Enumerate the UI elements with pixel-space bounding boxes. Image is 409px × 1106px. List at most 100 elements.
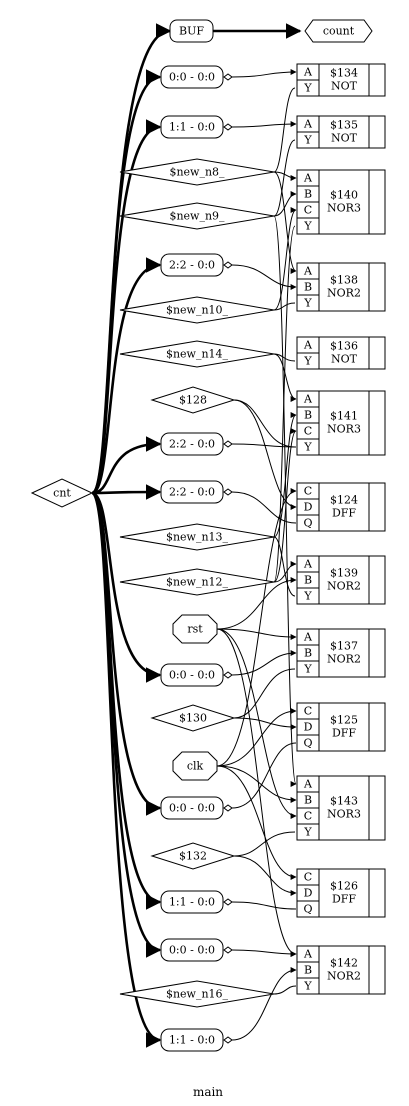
- slice-node[interactable]: 2:2 - 0:0: [160, 432, 233, 456]
- slice-node[interactable]: 1:1 - 0:0: [160, 1028, 233, 1052]
- cell-id-label: $124: [330, 494, 358, 507]
- cell-pin-label: A: [303, 172, 313, 185]
- cell-pin-label: Y: [303, 220, 312, 233]
- slice-shape: [160, 253, 224, 277]
- slice-node[interactable]: 0:0 - 0:0: [160, 663, 233, 687]
- wire-signal-to-cell: [273, 561, 297, 583]
- wire-cell-to-signal: [273, 302, 296, 311]
- cell-pin-label: Y: [303, 590, 312, 603]
- cell-id-label: $140: [330, 189, 358, 202]
- cell-pin-label: B: [304, 409, 312, 422]
- signal-label: $132: [179, 850, 207, 863]
- slice-label: 2:2 - 0:0: [169, 486, 215, 499]
- wire-cnt-to-slice: [91, 436, 162, 495]
- cell-id-label: $125: [330, 714, 358, 727]
- cell-box: [296, 868, 386, 918]
- slice-label: 0:0 - 0:0: [169, 944, 215, 957]
- cell-pin-label: Y: [303, 355, 312, 368]
- signal-node[interactable]: $128: [150, 386, 236, 414]
- cell-box: [296, 482, 386, 532]
- cell-pin-label: D: [304, 887, 313, 900]
- cell-box: [296, 702, 386, 752]
- cell-pin-label: C: [304, 485, 312, 498]
- cell-id-label: $126: [330, 880, 358, 893]
- slice-node[interactable]: 1:1 - 0:0: [160, 890, 233, 914]
- signal-shape: [119, 202, 275, 230]
- slice-node[interactable]: 0:0 - 0:0: [160, 796, 233, 820]
- slice-node[interactable]: 2:2 - 0:0: [160, 480, 233, 504]
- cell-pin-label: D: [304, 501, 313, 514]
- slice-label: 1:1 - 0:0: [169, 1034, 215, 1047]
- wire-signal-to-cell: [273, 353, 297, 402]
- wire-cell-to-signal: [233, 668, 296, 719]
- cell-id-label: $137: [330, 640, 358, 653]
- port-cnt[interactable]: cnt: [30, 478, 94, 508]
- cells-layer: AY$134NOTAY$135NOTABCY$140NOR3ABY$138NOR…: [296, 63, 386, 995]
- signal-label: $new_n16_: [166, 988, 229, 1001]
- port-count[interactable]: count: [304, 19, 373, 43]
- buffer-cell[interactable]: BUF: [169, 19, 214, 43]
- cell-type-label: DFF: [332, 893, 356, 906]
- cell-id-label: $143: [330, 795, 358, 808]
- signal-node[interactable]: $new_n9_: [119, 202, 275, 230]
- module-name-label: main: [193, 1085, 223, 1099]
- port-clk-shape: [172, 751, 218, 781]
- slice-node[interactable]: 1:1 - 0:0: [160, 115, 233, 139]
- wire-signal-to-cell: [273, 171, 297, 181]
- signal-label: $128: [179, 394, 207, 407]
- slice-node[interactable]: 0:0 - 0:0: [160, 65, 233, 89]
- wire-clk-to-cell: [216, 765, 297, 880]
- slice-shape: [160, 65, 224, 89]
- cell-pin-label: A: [303, 66, 313, 79]
- wire-clk-to-cell: [216, 708, 297, 767]
- signal-node[interactable]: $132: [150, 842, 236, 870]
- signal-node[interactable]: $new_n12_: [119, 568, 275, 596]
- cell-pin-label: Y: [303, 297, 312, 310]
- wire-cnt-to-slice: [91, 484, 162, 500]
- cell-pin-label: A: [303, 558, 313, 571]
- signal-node[interactable]: $new_n10_: [119, 296, 275, 324]
- cell-pin-label: A: [303, 948, 313, 961]
- signal-node[interactable]: $130: [150, 704, 236, 732]
- cell-type-label: NOR3: [327, 808, 361, 821]
- cell-pin-label: Y: [303, 441, 312, 454]
- signal-node[interactable]: $new_n16_: [119, 980, 275, 1008]
- slice-connector: [223, 1036, 233, 1044]
- signal-node[interactable]: $new_n8_: [119, 158, 275, 186]
- wire-signal-to-cell: [233, 717, 297, 730]
- slice-label: 1:1 - 0:0: [169, 121, 215, 134]
- wire-cell-to-signal: [273, 139, 296, 217]
- wire-cell-to-signal: [273, 225, 296, 583]
- signal-label: $new_n14_: [166, 348, 229, 361]
- signal-label: $new_n10_: [166, 304, 229, 317]
- wires-layer: [90, 23, 302, 1048]
- port-rst[interactable]: rst: [172, 614, 218, 644]
- wire-signal-to-cell: [273, 428, 297, 583]
- signal-node[interactable]: $new_n14_: [119, 340, 275, 368]
- slice-connector: [223, 946, 233, 954]
- slice-node[interactable]: 2:2 - 0:0: [160, 253, 233, 277]
- cell-box: [296, 945, 386, 995]
- cell-pin-label: A: [303, 393, 313, 406]
- buffer-shape: [169, 19, 214, 43]
- slice-node[interactable]: 0:0 - 0:0: [160, 938, 233, 962]
- cell-pin-label: Y: [303, 134, 312, 147]
- cell-box: [296, 262, 386, 312]
- signal-node[interactable]: $new_n13_: [119, 523, 275, 551]
- cell-type-label: NOR3: [327, 423, 361, 436]
- buffer-label: BUF: [179, 25, 204, 38]
- port-clk[interactable]: clk: [172, 751, 218, 781]
